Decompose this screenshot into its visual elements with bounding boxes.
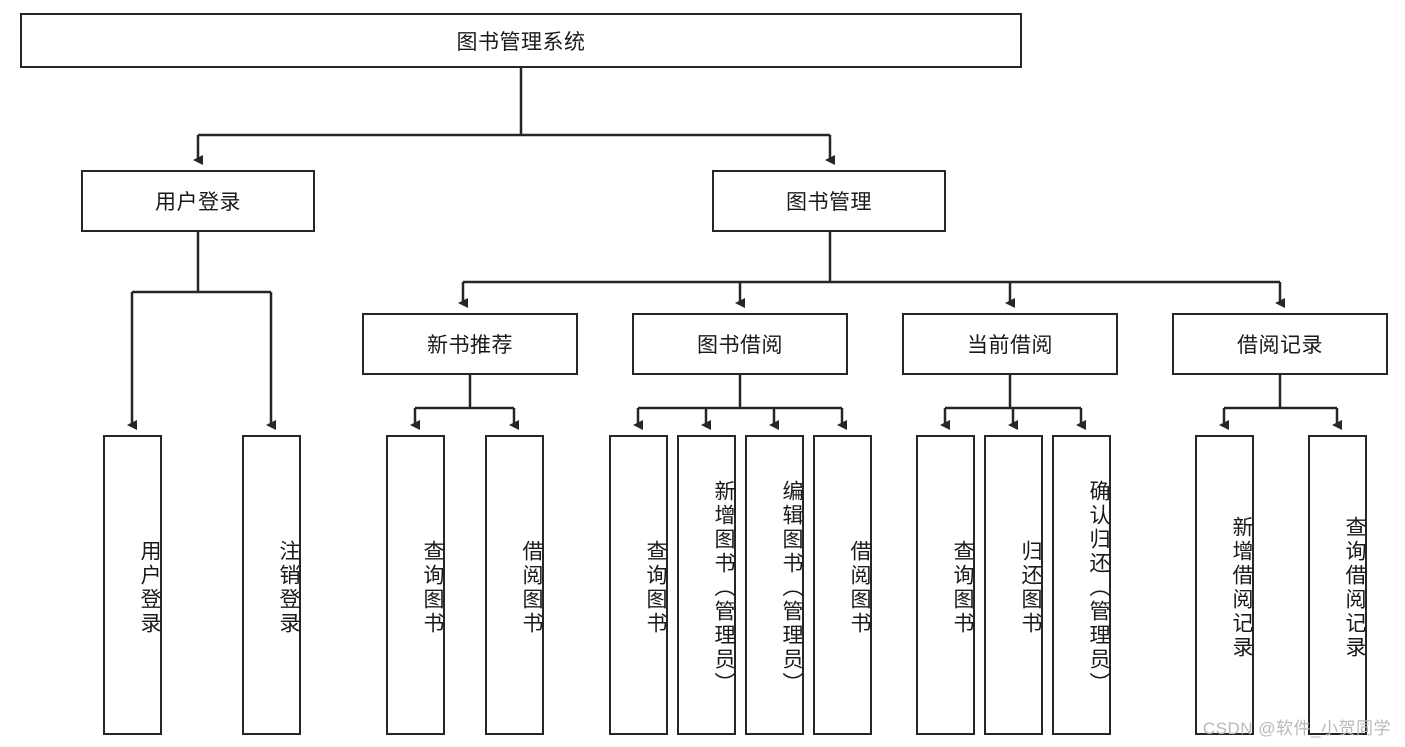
node-label: 新增借阅记录 bbox=[1230, 516, 1253, 660]
leaf-borrow-books[interactable]: 借阅图书 bbox=[813, 435, 872, 735]
node-label: 图书管理系统 bbox=[456, 30, 586, 54]
leaf-query-books-borrow[interactable]: 查询图书 bbox=[609, 435, 668, 735]
node-label: 确认归还（管理员） bbox=[1087, 480, 1110, 696]
leaf-borrow-books-new[interactable]: 借阅图书 bbox=[485, 435, 544, 735]
leaf-return-books[interactable]: 归还图书 bbox=[984, 435, 1043, 735]
node-book-borrowing[interactable]: 图书借阅 bbox=[632, 313, 848, 375]
node-borrow-records[interactable]: 借阅记录 bbox=[1172, 313, 1388, 375]
node-label: 注销登录 bbox=[277, 540, 300, 636]
leaf-add-borrow-record[interactable]: 新增借阅记录 bbox=[1195, 435, 1254, 735]
node-label: 查询图书 bbox=[644, 540, 667, 636]
node-label: 编辑图书（管理员） bbox=[780, 480, 803, 696]
leaf-query-borrow-record[interactable]: 查询借阅记录 bbox=[1308, 435, 1367, 735]
leaf-user-login[interactable]: 用户登录 bbox=[103, 435, 162, 735]
node-label: 用户登录 bbox=[155, 191, 241, 214]
node-label: 借阅记录 bbox=[1237, 334, 1323, 357]
node-label: 图书借阅 bbox=[697, 334, 783, 357]
node-label: 查询借阅记录 bbox=[1343, 516, 1366, 660]
node-label: 新书推荐 bbox=[427, 334, 513, 357]
csdn-watermark: CSDN @软件_小贺同学 bbox=[1202, 719, 1391, 738]
leaf-query-books-new[interactable]: 查询图书 bbox=[386, 435, 445, 735]
node-label: 新增图书（管理员） bbox=[712, 480, 735, 696]
node-label: 用户登录 bbox=[138, 540, 161, 636]
node-label: 借阅图书 bbox=[520, 540, 543, 636]
node-new-book-recommendation[interactable]: 新书推荐 bbox=[362, 313, 578, 375]
node-label: 归还图书 bbox=[1019, 540, 1042, 636]
leaf-edit-book-admin[interactable]: 编辑图书（管理员） bbox=[745, 435, 804, 735]
leaf-confirm-return-admin[interactable]: 确认归还（管理员） bbox=[1052, 435, 1111, 735]
node-label: 查询图书 bbox=[421, 540, 444, 636]
node-label: 借阅图书 bbox=[848, 540, 871, 636]
node-current-borrowing[interactable]: 当前借阅 bbox=[902, 313, 1118, 375]
node-label: 图书管理 bbox=[786, 191, 872, 214]
leaf-logout[interactable]: 注销登录 bbox=[242, 435, 301, 735]
node-label: 查询图书 bbox=[951, 540, 974, 636]
leaf-query-books-current[interactable]: 查询图书 bbox=[916, 435, 975, 735]
node-root-library-system[interactable]: 图书管理系统 bbox=[20, 13, 1022, 68]
node-label: 当前借阅 bbox=[967, 334, 1053, 357]
node-user-login[interactable]: 用户登录 bbox=[81, 170, 315, 232]
node-book-management[interactable]: 图书管理 bbox=[712, 170, 946, 232]
leaf-add-book-admin[interactable]: 新增图书（管理员） bbox=[677, 435, 736, 735]
